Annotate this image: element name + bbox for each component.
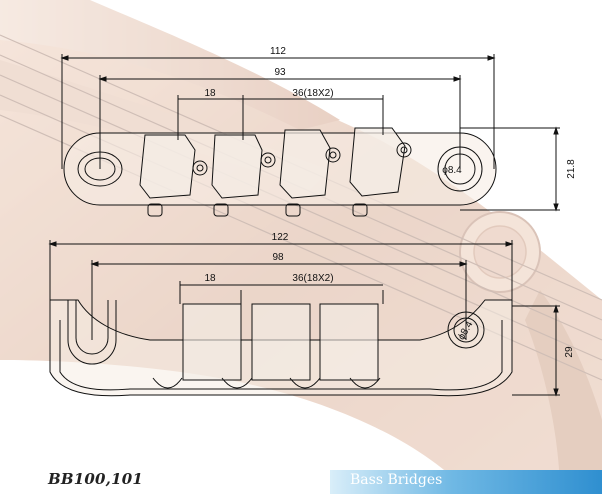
side-dim-height: 29 [564,346,575,358]
side-dim-string-spacing: 36(18X2) [292,273,333,284]
model-number: BB100,101 [48,470,144,488]
top-view [60,54,560,217]
side-left-post-slot [67,300,117,365]
top-dim-post-hole: ϕ8.4 [442,165,462,176]
saddle-screw-icon [192,142,412,176]
top-dim-overall: 112 [270,46,286,57]
top-saddles [139,127,412,217]
side-dim-saddle: 18 [204,273,216,284]
side-saddles [152,290,384,389]
side-view [48,240,560,397]
top-dim-height: 21.8 [566,159,577,179]
top-dim-string-spacing: 36(18X2) [292,88,333,99]
category-label: Bass Bridges [350,472,443,488]
side-dim-overall: 122 [272,232,289,243]
side-dim-post-spacing: 98 [272,252,284,263]
category-banner [330,470,602,494]
top-dim-post-spacing: 93 [274,67,286,78]
top-base-plate [63,132,497,206]
top-dim-saddle: 18 [204,88,216,99]
